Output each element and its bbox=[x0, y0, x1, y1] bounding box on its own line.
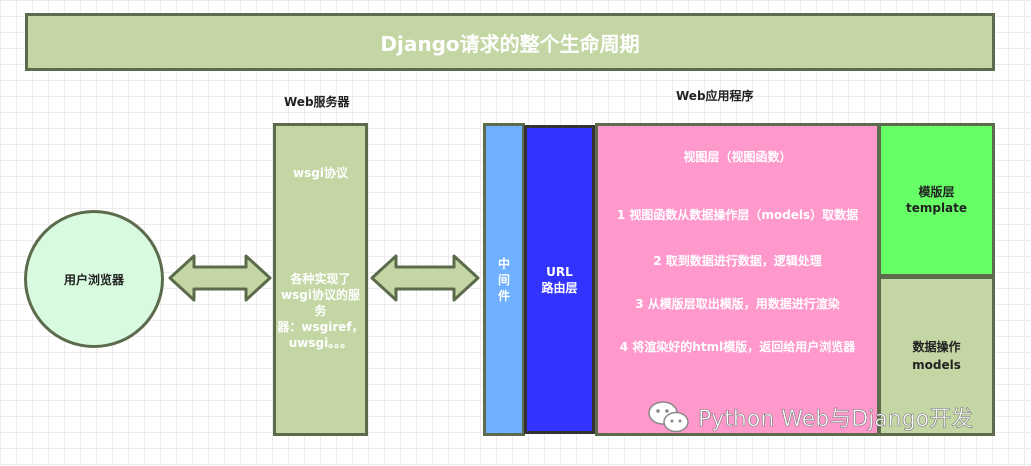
url-router-node: URL 路由层 bbox=[524, 125, 595, 434]
template-label-line: template bbox=[905, 201, 968, 215]
view-layer-heading: 视图层（视图函数） bbox=[683, 150, 792, 164]
view-step: 2 取到数据进行数据，逻辑处理 bbox=[653, 254, 822, 268]
router-label-line: URL bbox=[546, 264, 573, 279]
model-label-line: models bbox=[912, 358, 961, 372]
router-label-line: 路由层 bbox=[541, 280, 578, 295]
watermark-text: Python Web与Django开发 bbox=[698, 407, 974, 433]
user-browser-node: 用户浏览器 bbox=[24, 210, 164, 348]
web-server-label: Web服务器 bbox=[284, 95, 350, 109]
user-browser-label: 用户浏览器 bbox=[63, 272, 124, 287]
watermark: Python Web与Django开发 bbox=[646, 398, 973, 436]
wsgi-desc-line: wsgi协议的服 bbox=[281, 288, 360, 302]
diagram-title: Django请求的整个生命周期 bbox=[25, 13, 995, 71]
view-step: 3 从模版层取出模版，用数据进行渲染 bbox=[635, 297, 840, 311]
model-label-line: 数据操作 bbox=[912, 340, 961, 354]
view-layer-node: 视图层（视图函数） 1 视图函数从数据操作层（models）取数据 2 取到数据… bbox=[595, 123, 880, 436]
wsgi-desc-line: 各种实现了 bbox=[290, 272, 351, 286]
server-app-double-arrow bbox=[370, 254, 480, 302]
view-step: 1 视图函数从数据操作层（models）取数据 bbox=[616, 208, 859, 222]
middleware-char: 中 bbox=[497, 256, 510, 271]
view-step: 4 将渲染好的html模版，返回给用户浏览器 bbox=[619, 340, 856, 354]
browser-server-double-arrow bbox=[168, 254, 272, 302]
web-server-node: wsgi协议 各种实现了 wsgi协议的服 务 器：wsgiref， uwsgi… bbox=[273, 123, 368, 436]
middleware-char: 间 bbox=[497, 272, 510, 287]
wsgi-desc-line: uwsgi。。。 bbox=[288, 336, 353, 350]
middleware-node: 中 间 件 bbox=[483, 123, 525, 436]
wsgi-desc-line: 器：wsgiref， bbox=[277, 320, 364, 334]
middleware-char: 件 bbox=[497, 288, 510, 303]
wechat-icon bbox=[648, 401, 689, 433]
template-layer-node: 模版层 template bbox=[878, 123, 995, 277]
template-label-line: 模版层 bbox=[918, 185, 955, 199]
model-layer-node: 数据操作 models bbox=[878, 276, 995, 436]
wsgi-protocol-label: wsgi协议 bbox=[293, 166, 348, 180]
web-app-label: Web应用程序 bbox=[676, 89, 754, 103]
wsgi-desc-line: 务 bbox=[314, 304, 327, 318]
